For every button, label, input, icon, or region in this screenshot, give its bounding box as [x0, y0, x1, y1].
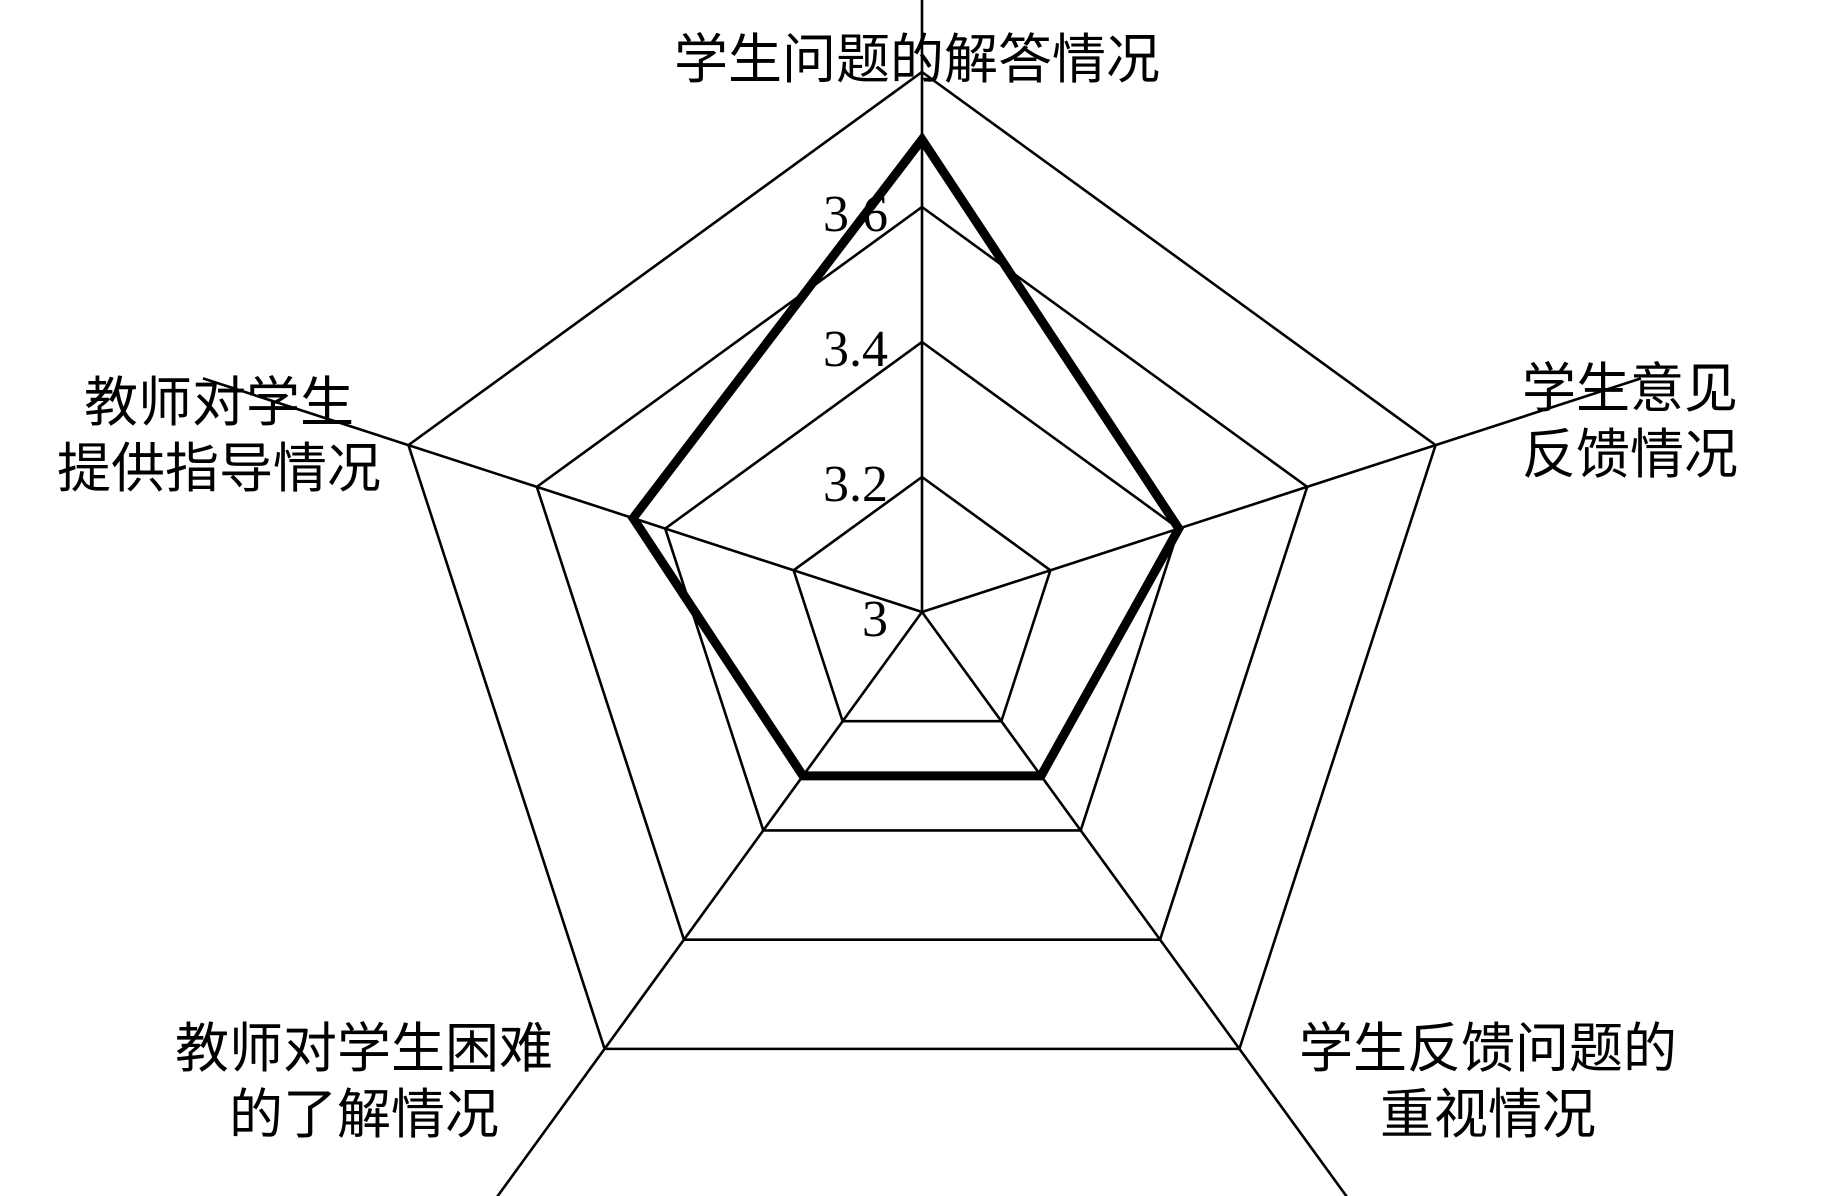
axis-label-5: 教师对学生提供指导情况: [57, 371, 381, 500]
axis-label-1-line-1: 学生问题的解答情况: [674, 28, 1160, 91]
axis-label-1: 学生问题的解答情况: [674, 28, 1160, 91]
axis-label-2: 学生意见反馈情况: [1522, 357, 1738, 486]
axis-label-3-line-2: 重视情况: [1380, 1083, 1596, 1146]
axis-label-3-line-1: 学生反馈问题的: [1299, 1017, 1677, 1080]
axis-label-5-line-2: 提供指导情况: [57, 437, 381, 500]
axis-label-4-line-1: 教师对学生困难: [175, 1017, 553, 1080]
tick-label-1: 3: [862, 591, 888, 648]
axis-spoke-5: [202, 377, 923, 614]
axis-label-4: 教师对学生困难的了解情况: [175, 1017, 553, 1146]
grid-layer: [202, 0, 1642, 1196]
axis-spoke-3: [920, 611, 1348, 1196]
grid-ring-3: [535, 205, 1309, 941]
tick-label-4: 3.6: [823, 186, 888, 243]
tick-labels: 3 3.2 3.4 3.6: [823, 186, 888, 648]
grid-ring-1: [792, 475, 1052, 723]
axis-label-5-line-1: 教师对学生: [84, 371, 354, 434]
grid-ring-2: [663, 340, 1181, 832]
tick-label-2: 3.2: [823, 456, 888, 513]
axis-label-2-line-1: 学生意见: [1522, 357, 1738, 420]
axis-spoke-4: [496, 611, 924, 1196]
axis-label-4-line-2: 的了解情况: [229, 1083, 499, 1146]
axis-spoke-2: [921, 377, 1642, 614]
tick-label-3: 3.4: [823, 321, 888, 378]
axis-label-3: 学生反馈问题的重视情况: [1299, 1017, 1677, 1146]
axis-label-2-line-2: 反馈情况: [1522, 423, 1738, 486]
series-1-polygon: [627, 131, 1185, 781]
series-layer: [627, 131, 1185, 781]
grid-ring-4: [406, 70, 1438, 1051]
